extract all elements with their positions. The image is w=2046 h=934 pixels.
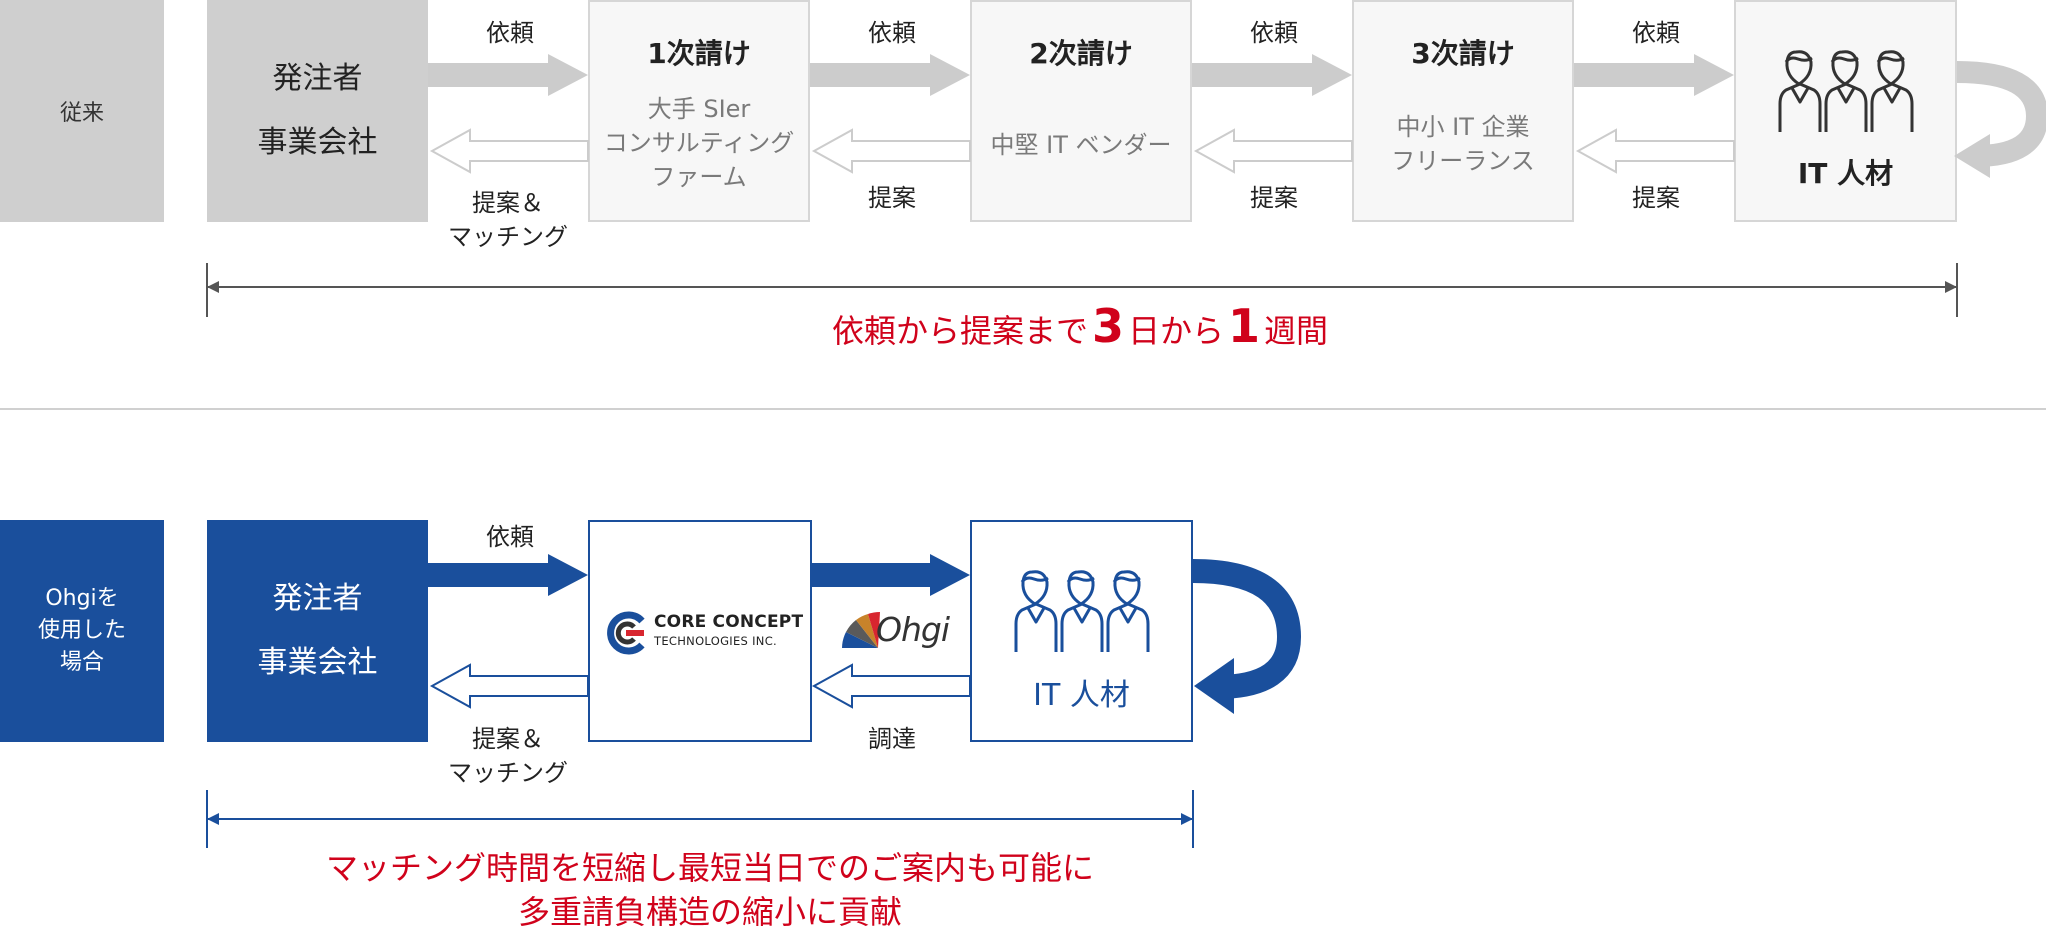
tier-1-sub: 大手 SIer コンサルティング ファーム — [590, 92, 808, 194]
proposal-matching-label-traditional: 提案＆ マッチング — [428, 186, 588, 254]
loop-arrowhead-ohgi — [1194, 658, 1234, 714]
request-label-4: 依頼 — [1632, 19, 1680, 47]
request-label-2: 依頼 — [868, 19, 916, 47]
talent-label-ohgi: IT 人材 — [1033, 678, 1130, 713]
row-label-ohgi-2: 使用した — [37, 618, 126, 643]
request-label-ohgi: 依頼 — [486, 523, 534, 551]
client-box-traditional: 発注者 事業会社 — [207, 0, 428, 222]
forward-arrow-ohgi-2 — [812, 554, 970, 596]
summary-part-3: 週間 — [1264, 312, 1329, 350]
traditional-arrows — [206, 54, 2046, 317]
tier-2-title: 2次請け — [1029, 37, 1133, 70]
client-ohgi-line-1: 発注者 — [272, 581, 363, 616]
return-arrow-1 — [429, 128, 589, 174]
people-icon — [1778, 50, 1914, 132]
tier-3-sub-2: フリーランス — [1391, 147, 1535, 175]
talent-label-traditional: IT 人材 — [1797, 157, 1894, 190]
core-concept-subname: TECHNOLOGIES INC. — [654, 634, 777, 648]
row-label-traditional: 従来 — [0, 0, 164, 222]
row-label-text: 従来 — [59, 101, 104, 126]
return-arrow-4 — [1575, 128, 1735, 174]
core-concept-mark-icon — [607, 611, 645, 655]
tier-2-sub: 中堅 IT ベンダー — [972, 128, 1190, 162]
return-arrow-ohgi-2 — [811, 663, 971, 709]
talent-box-traditional: IT 人材 — [1734, 0, 1957, 222]
return-arrow-2 — [811, 128, 971, 174]
forward-arrow-3 — [1192, 54, 1352, 96]
fan-icon — [842, 611, 880, 648]
loop-arrowhead-traditional — [1954, 134, 1990, 178]
return-arrows — [429, 128, 1735, 174]
summary-part-2: 日から — [1127, 312, 1224, 350]
forward-arrow-ohgi-1 — [428, 554, 588, 596]
proposal-matching-line-2: マッチング — [448, 223, 568, 251]
loop-arrow-traditional — [1956, 61, 2046, 167]
proposal-matching-label-ohgi: 提案＆ マッチング — [428, 722, 588, 790]
proposal-label-3: 提案 — [1250, 184, 1298, 212]
forward-arrows — [428, 54, 1734, 96]
row-label-ohgi-3: 場合 — [59, 650, 104, 675]
tier-2-sub-1: 中堅 IT ベンダー — [990, 131, 1172, 159]
tier-3-sub: 中小 IT 企業 フリーランス — [1354, 110, 1572, 178]
tier-2-box: 2次請け 中堅 IT ベンダー — [970, 0, 1192, 222]
summary-ohgi: マッチング時間を短縮し最短当日でのご案内も可能に 多重請負構造の縮小に貢献 — [160, 846, 1260, 934]
summary-ohgi-line-1: マッチング時間を短縮し最短当日でのご案内も可能に — [325, 849, 1094, 887]
tier-3-title: 3次請け — [1411, 37, 1515, 70]
tier-1-sub-3: ファーム — [651, 163, 747, 191]
core-concept-logo: CORE CONCEPT TECHNOLOGIES INC. — [604, 610, 804, 656]
ohgi-logo: Ohgi — [838, 608, 958, 652]
tier-1-title: 1次請け — [647, 37, 751, 70]
summary-ohgi-line-2: 多重請負構造の縮小に貢献 — [517, 893, 902, 931]
return-arrow-ohgi-1 — [429, 663, 589, 709]
forward-arrow-2 — [810, 54, 970, 96]
client-line-1: 発注者 — [272, 61, 363, 96]
procure-label-ohgi: 調達 — [868, 725, 916, 753]
proposal-label-2: 提案 — [868, 184, 916, 212]
ohgi-logo-text: Ohgi — [876, 610, 950, 649]
tier-1-sub-2: コンサルティング — [603, 129, 795, 157]
client-box-ohgi: 発注者 事業会社 — [207, 520, 428, 742]
forward-arrow-4 — [1574, 54, 1734, 96]
client-line-2: 事業会社 — [257, 125, 378, 160]
tier-3-sub-1: 中小 IT 企業 — [1396, 113, 1530, 141]
tier-1-sub-1: 大手 SIer — [647, 95, 751, 123]
summary-number-3: 3 — [1091, 299, 1124, 353]
return-arrow-3 — [1193, 128, 1353, 174]
core-concept-name: CORE CONCEPT — [654, 612, 804, 632]
summary-number-1: 1 — [1228, 299, 1261, 353]
core-concept-box: CORE CONCEPT TECHNOLOGIES INC. — [588, 520, 812, 742]
proposal-matching-line-1: 提案＆ — [472, 189, 544, 217]
row-label-ohgi-1: Ohgiを — [45, 586, 119, 611]
tier-3-box: 3次請け 中小 IT 企業 フリーランス — [1352, 0, 1574, 222]
client-ohgi-line-2: 事業会社 — [257, 645, 378, 680]
forward-arrow-1 — [428, 54, 588, 96]
request-label-3: 依頼 — [1250, 19, 1298, 47]
loop-arrow-ohgi — [1192, 559, 1302, 699]
section-divider — [0, 408, 2046, 410]
summary-part-1: 依頼から提案まで — [831, 312, 1088, 350]
talent-box-ohgi: IT 人材 — [970, 520, 1193, 742]
proposal-matching-ohgi-2: マッチング — [448, 759, 568, 787]
request-label-1: 依頼 — [486, 19, 534, 47]
ohgi-arrows — [206, 554, 1302, 848]
tier-1-box: 1次請け 大手 SIer コンサルティング ファーム — [588, 0, 810, 222]
proposal-label-4: 提案 — [1632, 184, 1680, 212]
people-icon-blue — [1014, 570, 1150, 652]
proposal-matching-ohgi-1: 提案＆ — [472, 725, 544, 753]
row-label-ohgi: Ohgiを 使用した 場合 — [0, 520, 164, 742]
